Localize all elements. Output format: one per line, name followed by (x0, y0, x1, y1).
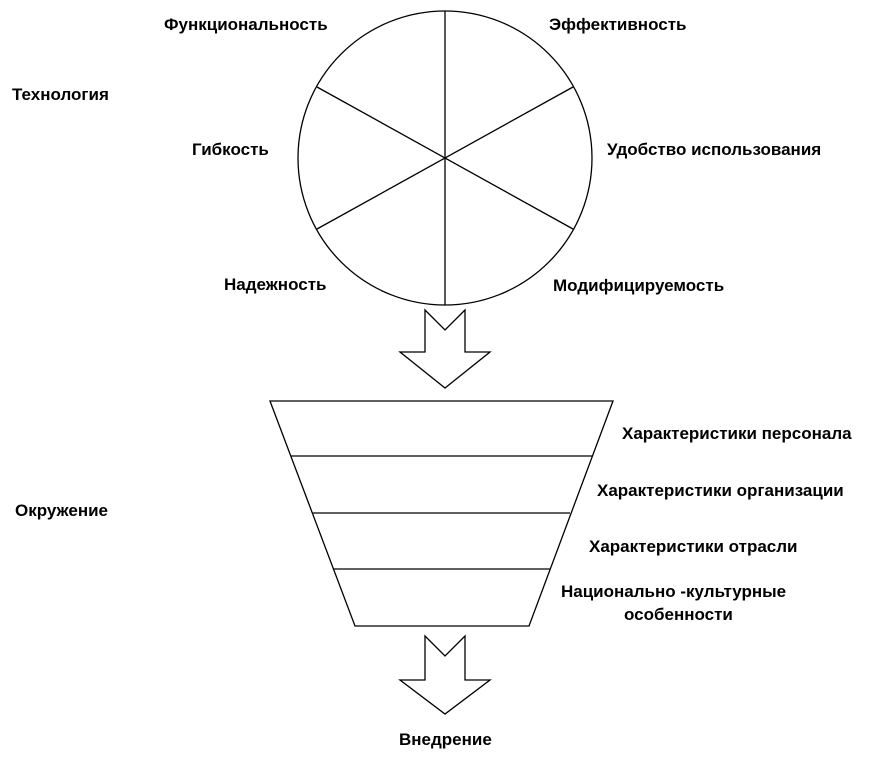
quality-efficiency: Эффективность (549, 15, 686, 34)
quality-functionality: Функциональность (164, 15, 328, 34)
environment-funnel (269, 400, 614, 627)
wheel-divider-ascending (316, 86, 574, 230)
quality-modifiability: Модифицируемость (553, 276, 724, 295)
layer-industry: Характеристики отрасли (589, 537, 798, 556)
layer-culture-line-1: Национально -культурные (561, 582, 786, 601)
funnel-outline (269, 400, 614, 627)
down-arrow-environment (398, 634, 492, 715)
technology-wheel (297, 10, 593, 306)
technology-label: Технология (12, 85, 109, 104)
quality-usability: Удобство использования (607, 140, 821, 159)
quality-flexibility: Гибкость (192, 140, 269, 159)
quality-reliability: Надежность (224, 275, 326, 294)
layer-staff: Характеристики персонала (622, 424, 852, 443)
implementation-label: Внедрение (399, 730, 492, 749)
layer-organization: Характеристики организации (597, 481, 844, 500)
down-arrow-technology (398, 308, 492, 389)
layer-culture-line-2: особенности (624, 605, 733, 624)
environment-label: Окружение (15, 501, 108, 520)
